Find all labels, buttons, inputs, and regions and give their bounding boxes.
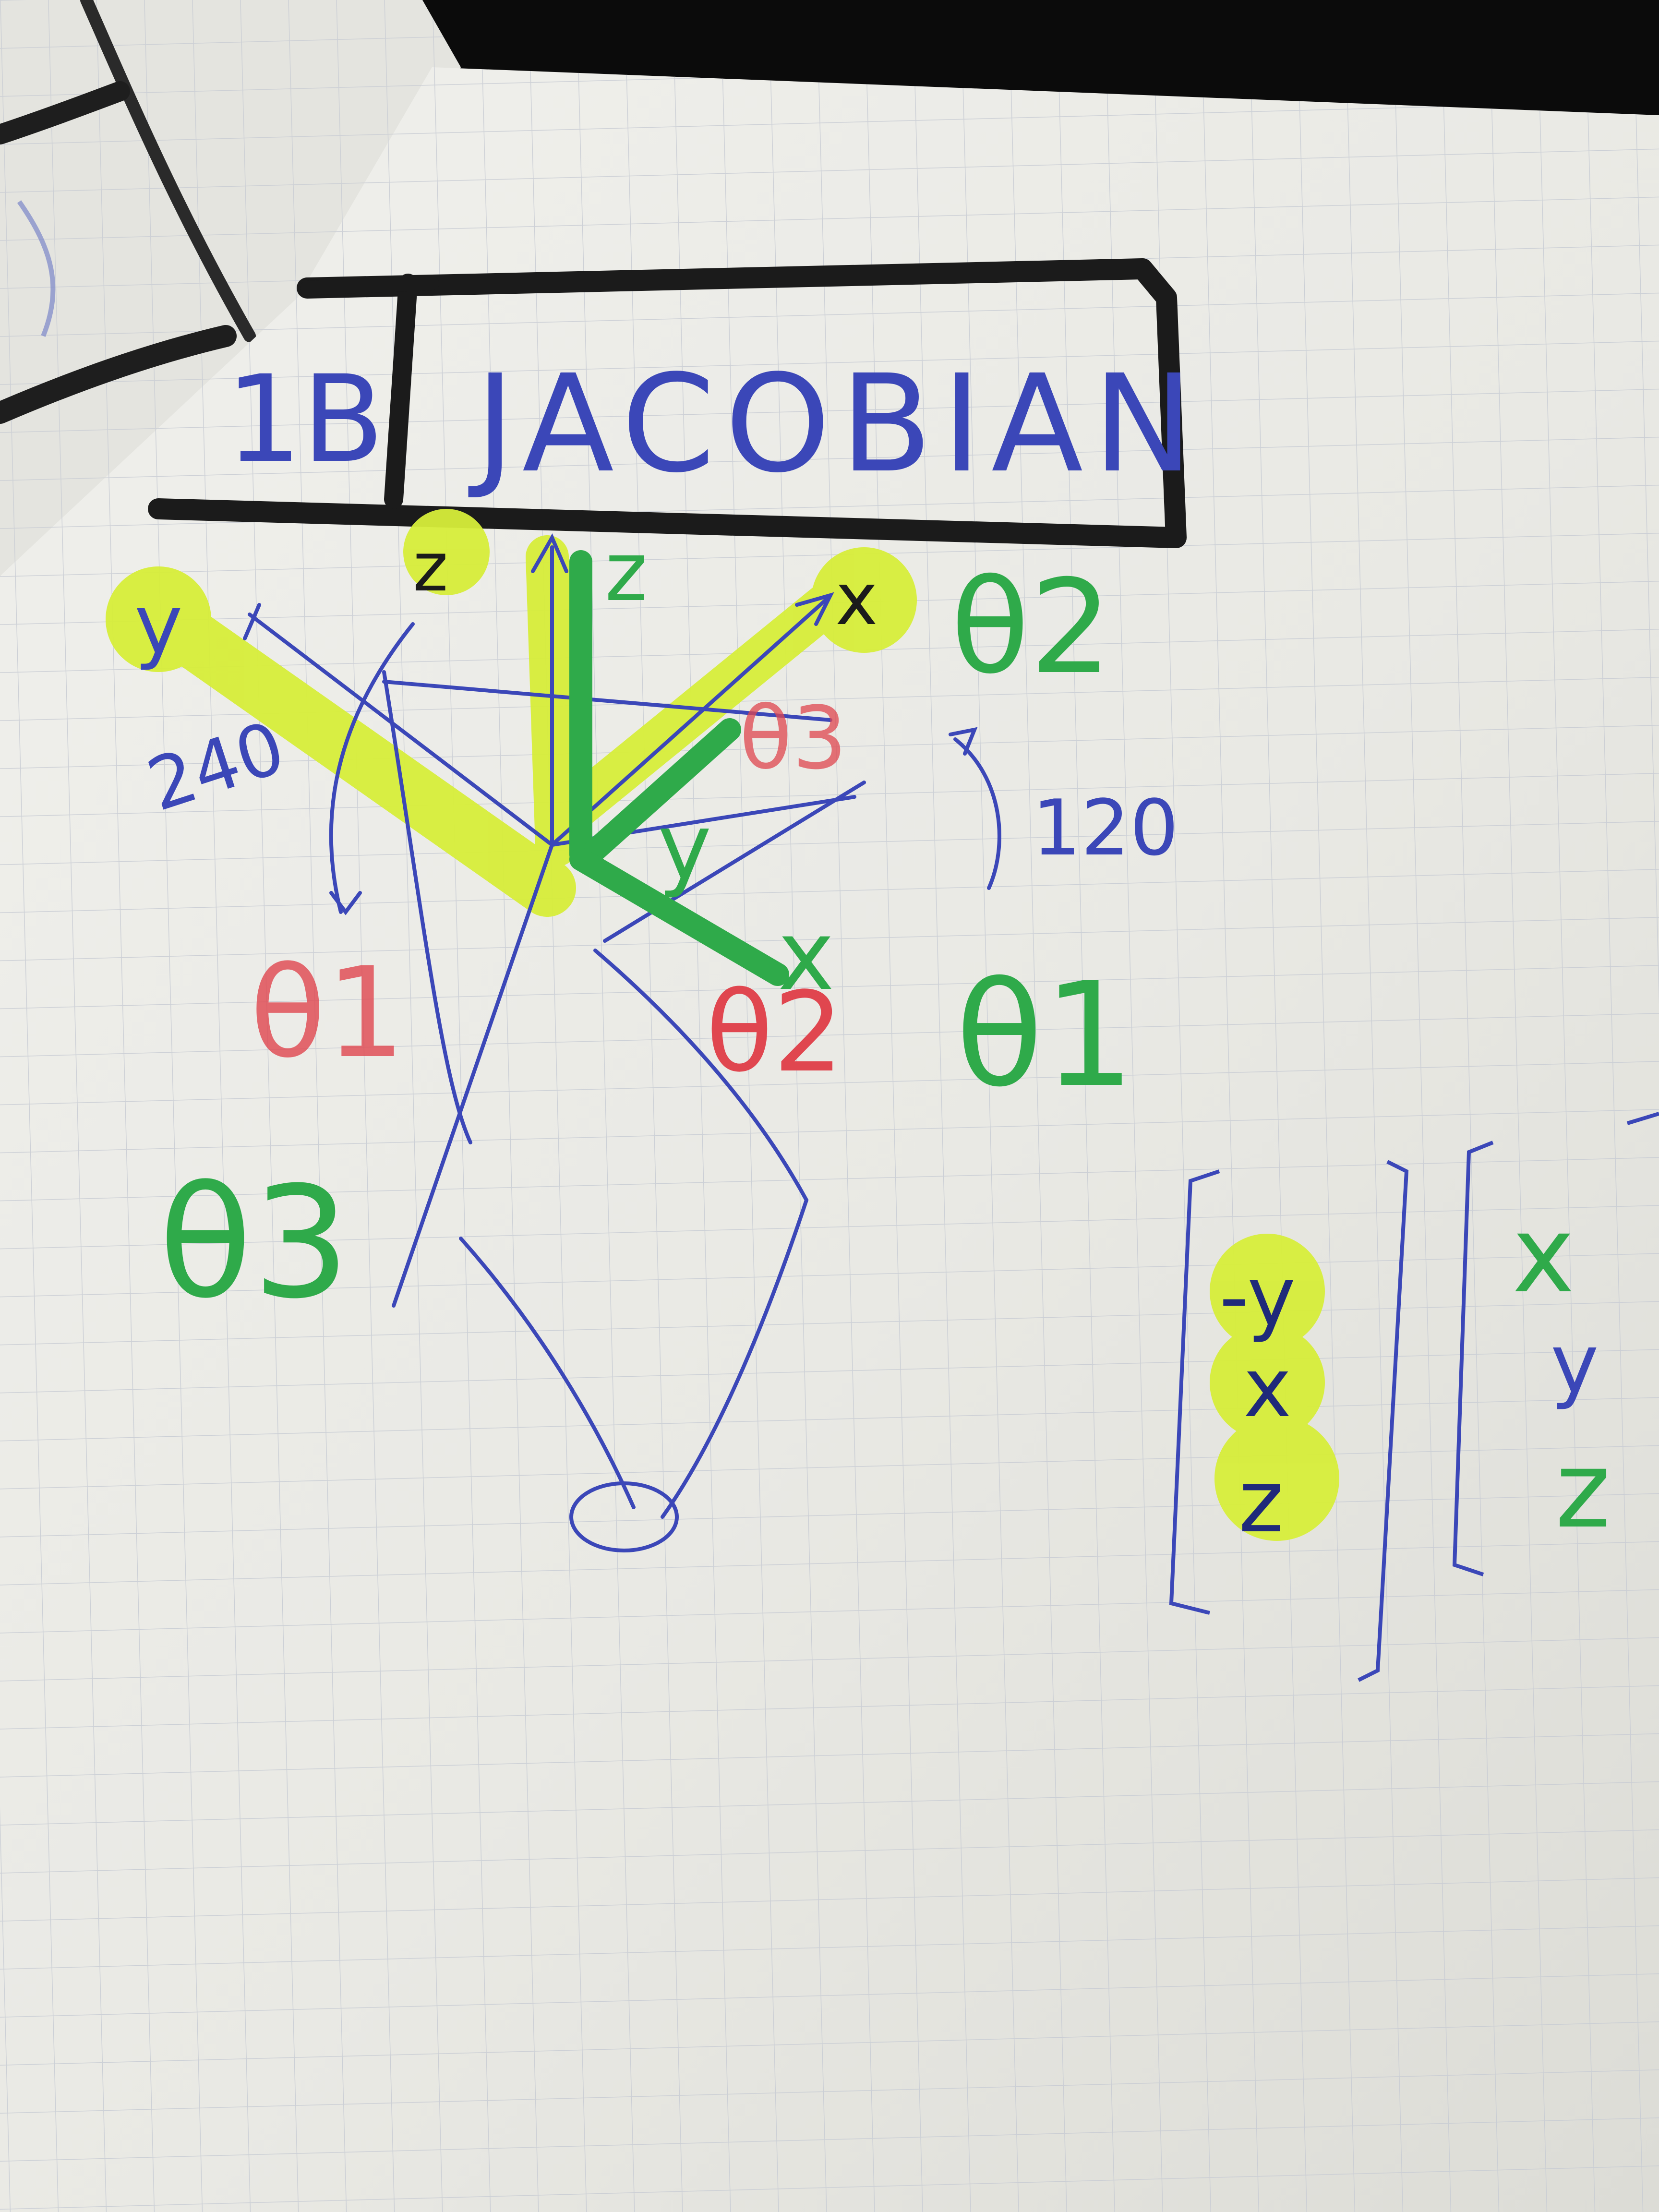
axis-label-y-green: y: [658, 794, 711, 900]
green-labels: z y x θ2 θ1 θ3: [158, 525, 1135, 1333]
main-page: [0, 67, 1659, 2212]
axis-label-x-top: x: [835, 558, 878, 641]
left-vector-entry-0: -y: [1219, 1250, 1296, 1345]
left-vector-entry-2: z: [1238, 1452, 1284, 1552]
axis-label-z-left: z: [413, 529, 448, 607]
right-vector-entry-2: z: [1555, 1429, 1611, 1551]
heading-box: [148, 258, 1187, 548]
red-labels: θ3 θ1 θ2: [250, 688, 847, 1097]
red-theta3: θ3: [739, 688, 847, 789]
heading-text: 1B JACOBIAN: [226, 346, 1203, 503]
left-vector-entry-1: x: [1243, 1341, 1292, 1436]
right-vector-entry-1: y: [1551, 1317, 1599, 1412]
red-theta2: θ2: [706, 969, 843, 1097]
angle-label-120: 120: [1032, 783, 1178, 873]
blue-frame: [243, 533, 1001, 1552]
green-theta2: θ2: [950, 552, 1112, 703]
right-vector-entry-0: x: [1512, 1193, 1575, 1316]
green-theta1: θ1: [955, 951, 1135, 1119]
axis-label-z-right: z: [605, 525, 648, 620]
heading-title: JACOBIAN: [467, 346, 1203, 503]
heading-label: 1B: [226, 349, 385, 489]
axis-label-x-bottom: x: [778, 900, 834, 1012]
green-theta3: θ3: [158, 1154, 350, 1333]
red-theta1: θ1: [250, 941, 406, 1086]
left-vector: -y x z: [1169, 1160, 1409, 1682]
right-vector: x y z: [1452, 1112, 1659, 1576]
back-page: [0, 0, 461, 576]
green-frame: [569, 550, 789, 986]
axis-label-y: y: [134, 577, 183, 673]
